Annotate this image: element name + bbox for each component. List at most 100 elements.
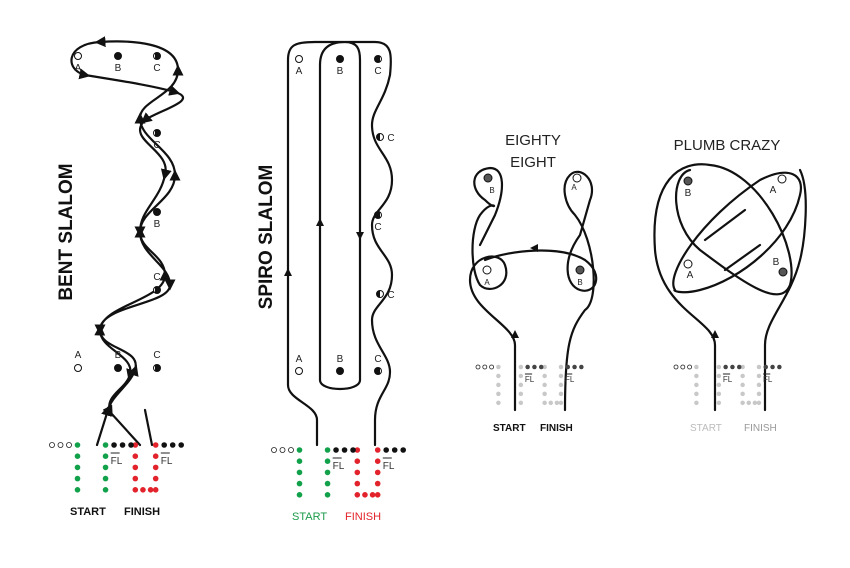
marker-dot xyxy=(756,382,762,388)
marker-dot xyxy=(132,453,139,460)
cone-label: A xyxy=(75,350,82,361)
marker-dot xyxy=(57,442,64,448)
marker-dot xyxy=(102,487,109,493)
marker-dot xyxy=(558,391,564,397)
marker-dot xyxy=(737,364,742,370)
eighty-eight-title-line1: EIGHTY xyxy=(505,132,561,149)
marker-dot xyxy=(756,364,762,370)
start-label: START xyxy=(292,511,327,523)
marker-dot xyxy=(716,400,722,406)
cone-label: A xyxy=(296,66,303,77)
fl-label: FL xyxy=(525,375,535,384)
marker-dot xyxy=(369,492,376,498)
cone-filled-icon xyxy=(336,367,344,375)
marker-dot xyxy=(296,447,303,453)
marker-dot xyxy=(296,458,303,465)
bent-slalom-title: BENT SLALOM xyxy=(56,163,77,300)
marker-dot xyxy=(132,475,139,482)
marker-dot xyxy=(333,447,339,453)
marker-dot xyxy=(740,400,745,406)
fl-label: FL xyxy=(333,461,345,472)
cone-label: B xyxy=(115,63,122,74)
marker-dot xyxy=(102,442,109,448)
marker-dot xyxy=(716,382,722,388)
marker-dot xyxy=(687,364,693,370)
cone-filled-icon xyxy=(575,265,585,275)
cone-half-icon xyxy=(153,286,161,294)
marker-dot xyxy=(178,442,184,448)
cone-half-icon xyxy=(376,133,384,141)
marker-dot xyxy=(296,492,303,498)
marker-dot xyxy=(341,447,348,453)
marker-dot xyxy=(548,400,553,406)
marker-dot xyxy=(74,464,81,471)
marker-dot xyxy=(723,364,728,370)
marker-dot xyxy=(542,382,547,388)
cone-label: A xyxy=(687,270,694,281)
marker-dot xyxy=(391,447,398,453)
spiro-slalom-route xyxy=(286,40,394,447)
marker-dot xyxy=(362,492,368,498)
marker-dot xyxy=(496,382,501,388)
marker-dot xyxy=(296,469,303,476)
marker-dot xyxy=(496,391,501,397)
marker-dot xyxy=(579,364,584,370)
cone-label: B xyxy=(337,66,344,77)
cone-label: A xyxy=(296,354,303,365)
marker-dot xyxy=(324,458,331,465)
cone-filled-icon xyxy=(483,173,493,183)
cone-filled-icon xyxy=(683,176,693,186)
marker-dot xyxy=(147,487,154,493)
marker-dot xyxy=(102,475,109,482)
fl-label: FL xyxy=(723,375,733,384)
cone-open-icon xyxy=(295,55,303,63)
marker-dot xyxy=(132,487,139,493)
marker-dot xyxy=(152,464,159,471)
cone-label: A xyxy=(571,183,577,192)
marker-dot xyxy=(152,475,159,482)
cone-label: C xyxy=(374,222,381,233)
spiro-slalom-title: SPIRO SLALOM xyxy=(256,165,277,310)
cone-half-icon xyxy=(374,55,382,63)
marker-dot xyxy=(111,442,117,448)
marker-dot xyxy=(539,364,544,370)
plumb-crazy-title: PLUMB CRAZY xyxy=(674,137,781,154)
marker-dot xyxy=(152,487,159,493)
marker-dot xyxy=(565,364,570,370)
start-label: START xyxy=(493,423,526,434)
marker-dot xyxy=(374,492,381,498)
marker-dot xyxy=(489,364,495,370)
marker-dot xyxy=(296,480,303,487)
cone-label: C xyxy=(374,66,381,77)
marker-dot xyxy=(354,492,361,498)
cone-label: C xyxy=(153,140,160,151)
cone-label: C xyxy=(153,63,160,74)
cone-half-icon xyxy=(374,211,382,219)
finish-label: FINISH xyxy=(540,423,573,434)
cone-open-icon xyxy=(572,173,582,183)
marker-dot xyxy=(694,364,699,370)
cone-label: C xyxy=(153,350,160,361)
marker-dot xyxy=(132,464,139,471)
cone-label: B xyxy=(115,350,122,361)
fl-label: FL xyxy=(161,456,173,467)
cone-filled-icon xyxy=(336,55,344,63)
fl-label: FL xyxy=(383,461,395,472)
marker-dot xyxy=(374,480,381,487)
marker-dot xyxy=(102,453,109,460)
marker-dot xyxy=(324,492,331,498)
cone-open-icon xyxy=(74,364,82,372)
finish-label: FINISH xyxy=(345,511,381,523)
marker-dot xyxy=(140,487,146,493)
cone-label: C xyxy=(374,354,381,365)
marker-dot xyxy=(354,469,361,476)
marker-dot xyxy=(756,400,762,406)
marker-dot xyxy=(554,400,560,406)
marker-dot xyxy=(383,447,390,453)
marker-dot xyxy=(518,364,524,370)
cone-label: C xyxy=(387,133,394,144)
cone-label: A xyxy=(770,185,777,196)
marker-dot xyxy=(288,447,294,453)
fl-label: FL xyxy=(763,375,773,384)
